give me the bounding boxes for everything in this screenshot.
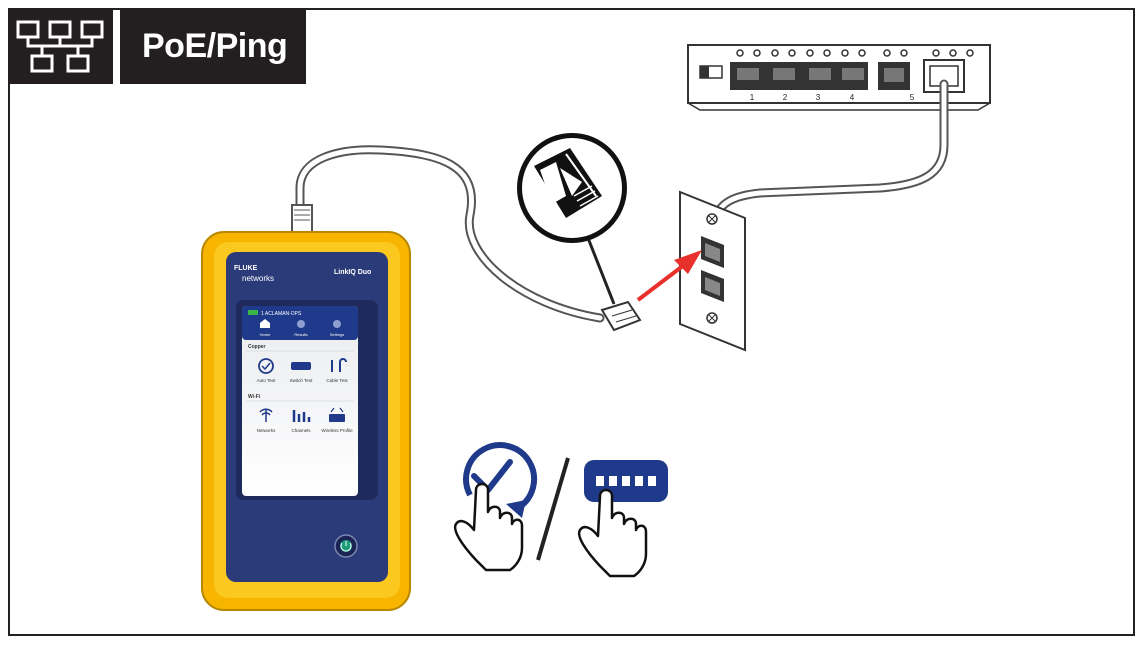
results-icon[interactable]: [297, 320, 305, 328]
tester-device: FLUKE networks LinkIQ Duo 1 ACLAMAN-OPS …: [201, 204, 411, 611]
wireless-profile-tile[interactable]: Wireless Profile: [321, 407, 353, 433]
channels-tile[interactable]: Channels: [291, 410, 311, 433]
settings-icon[interactable]: [333, 320, 341, 328]
channels-label: Channels: [291, 428, 311, 433]
autotest-touch-icon: [453, 442, 538, 572]
port-label: 1: [750, 93, 755, 102]
header-title-box: PoE/Ping: [120, 8, 306, 84]
header-icon-box: [8, 8, 113, 84]
rj45-plug-closeup-icon: [534, 148, 602, 218]
switch-test-label: Switch Test: [290, 378, 313, 383]
port-label: 4: [850, 93, 855, 102]
port-label: 5: [910, 93, 915, 102]
autotest-label: Auto Test: [257, 378, 276, 383]
copper-heading: Copper: [248, 344, 266, 350]
switch-test-touch-icon: [577, 460, 668, 578]
cable-switch-to-wall: [713, 79, 949, 217]
cable-tester-to-plug: [295, 145, 605, 323]
page-title: PoE/Ping: [142, 26, 288, 65]
cable-test-tile[interactable]: Cable Test: [326, 358, 348, 383]
switch-test-tile[interactable]: Switch Test: [290, 362, 313, 383]
wall-plate: [679, 190, 746, 352]
insert-arrow: [636, 250, 702, 302]
port-label: 3: [816, 93, 821, 102]
nav-home[interactable]: Home: [260, 332, 271, 337]
divider-slash: [536, 457, 570, 561]
networks-tile[interactable]: Networks: [257, 408, 277, 433]
cable-test-label: Cable Test: [326, 378, 348, 383]
wireless-profile-label: Wireless Profile: [321, 428, 353, 433]
rj45-plug: [600, 300, 642, 332]
autotest-tile[interactable]: Auto Test: [257, 358, 276, 383]
screen-status: 1 ACLAMAN-OPS: [261, 311, 302, 317]
nav-settings[interactable]: Settings: [330, 332, 344, 337]
nav-results[interactable]: Results: [294, 332, 307, 337]
port-label: 2: [783, 93, 788, 102]
networks-label: Networks: [257, 428, 277, 433]
tester-screen[interactable]: 1 ACLAMAN-OPS Home Results Settings Copp…: [242, 306, 358, 496]
brand-fluke: FLUKE: [234, 265, 258, 272]
home-icon[interactable]: [260, 319, 270, 328]
rj45-callout: [517, 133, 627, 305]
model-name: LinkIQ Duo: [334, 269, 371, 276]
wifi-heading: Wi-Fi: [248, 394, 261, 400]
network-topology-icon: [16, 20, 104, 73]
brand-networks: networks: [242, 274, 274, 283]
